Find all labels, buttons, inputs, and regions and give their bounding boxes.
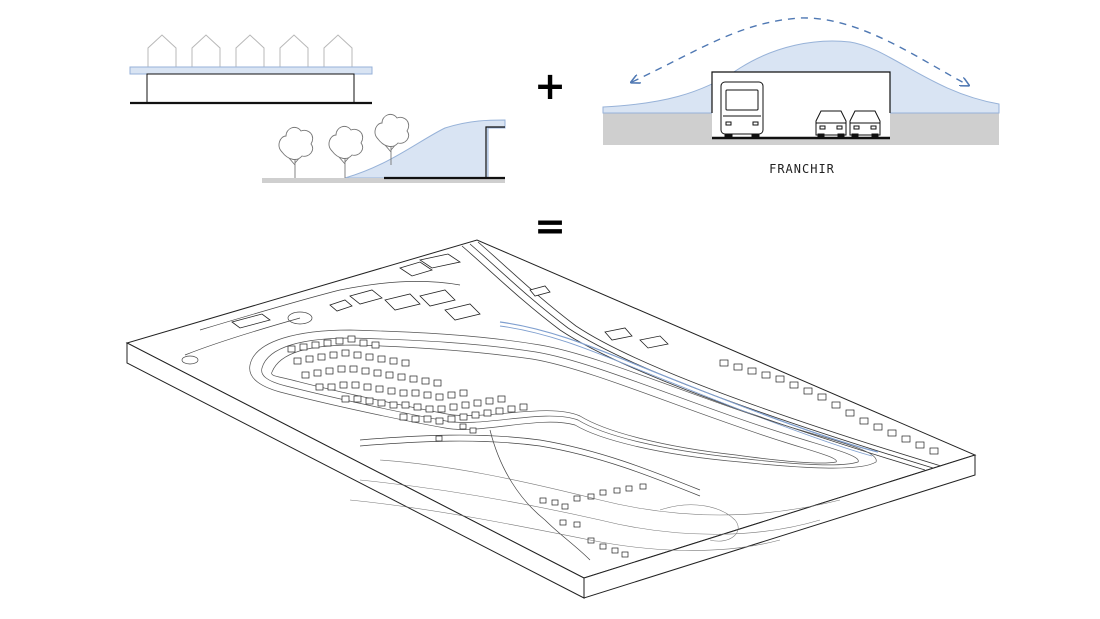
road-network	[181, 281, 701, 561]
park-contours	[249, 329, 877, 469]
industrial-buildings	[231, 253, 669, 349]
plus-operator: +	[534, 64, 566, 108]
bridge-crossing-diagram	[602, 17, 1000, 145]
block-row	[293, 349, 410, 367]
tree-icon	[278, 126, 314, 178]
village-houses	[435, 423, 647, 558]
block-row	[287, 335, 380, 353]
site-axonometric-model	[125, 239, 977, 599]
slope-wall	[485, 126, 505, 178]
tree-group	[278, 113, 410, 178]
landscape-slab	[129, 66, 373, 75]
tree-icon	[374, 113, 410, 165]
highway-line-blue	[499, 321, 879, 453]
slab-with-housing-diagram	[129, 34, 373, 105]
car-icon	[815, 110, 847, 139]
slope-with-trees-diagram	[262, 113, 506, 183]
highway-line-blue	[499, 325, 873, 457]
ground-strip	[262, 178, 505, 183]
tree-icon	[328, 125, 364, 178]
block-row	[315, 381, 468, 401]
block-row	[341, 395, 506, 413]
bus-icon	[720, 81, 764, 139]
car-icon	[849, 110, 881, 139]
rail-corridor	[461, 241, 942, 471]
model-right-face	[583, 454, 976, 599]
landscape-slope	[344, 119, 506, 179]
block-row	[301, 365, 442, 387]
block-row	[399, 403, 528, 425]
equals-operator: =	[534, 204, 566, 248]
bridge-caption: FRANCHIR	[769, 162, 835, 176]
landscape-bridge	[602, 40, 1000, 114]
housing-row	[147, 34, 353, 68]
slab-structure	[146, 73, 355, 104]
housing-cluster	[287, 335, 528, 425]
tunnel-frame	[711, 71, 891, 113]
right-housing-cluster	[719, 359, 939, 455]
